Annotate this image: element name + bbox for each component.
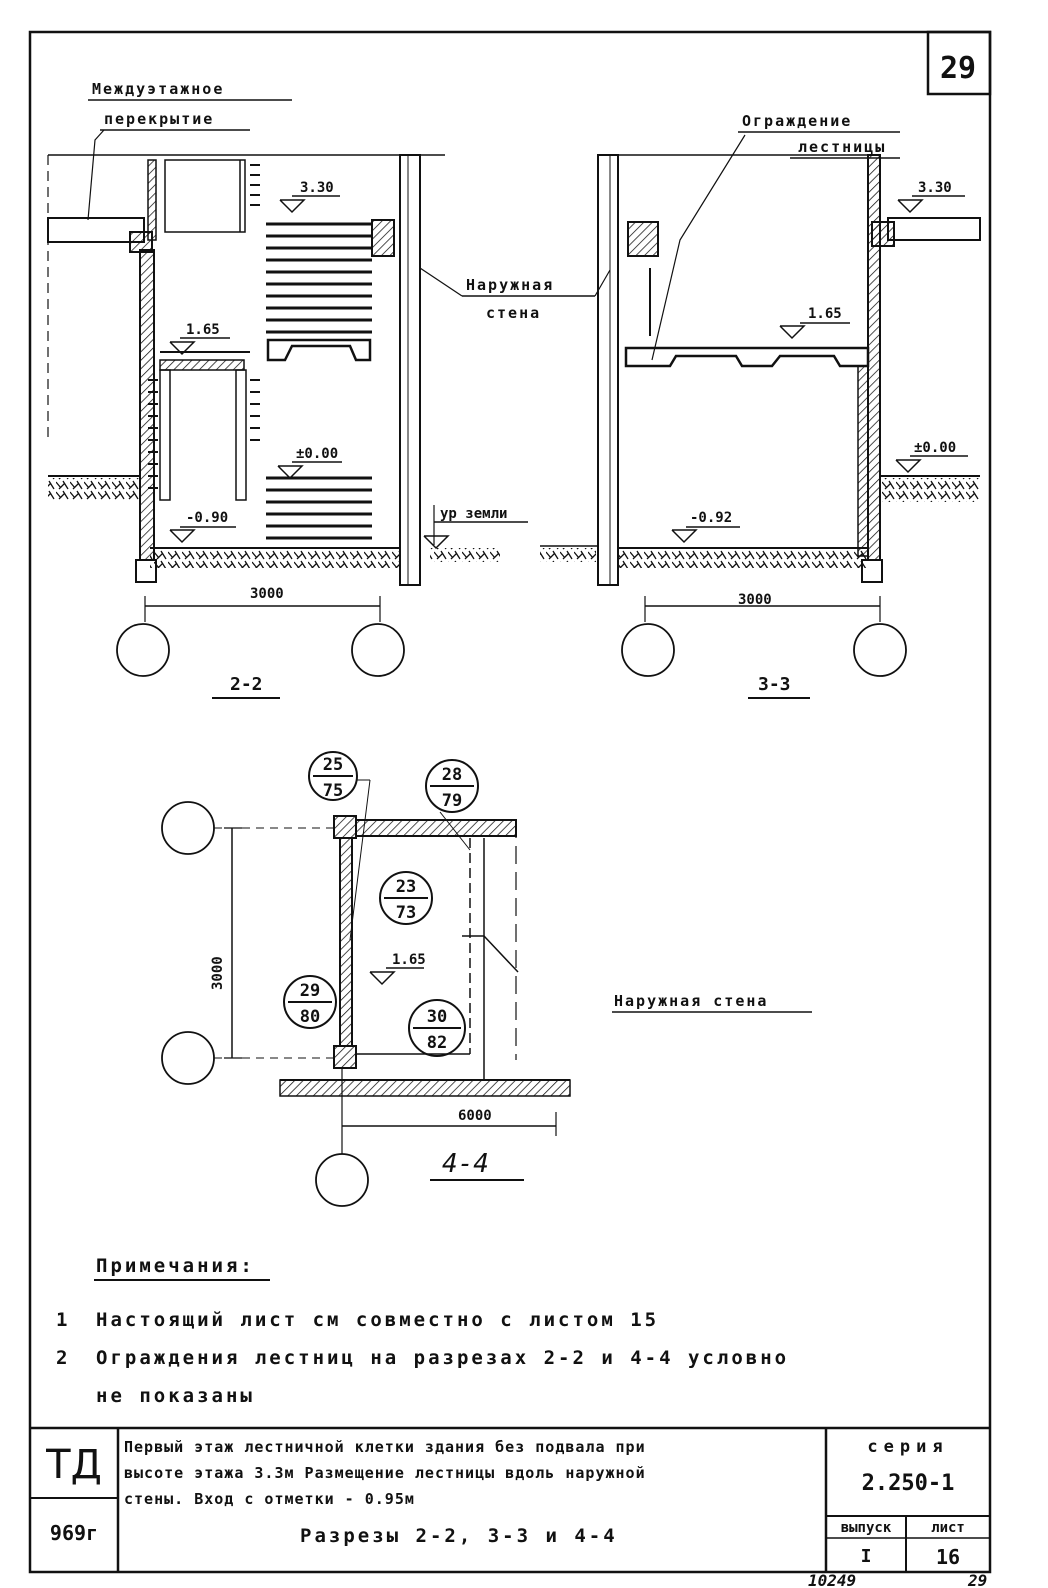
svg-text:73: 73	[396, 903, 416, 923]
title-line: Первый этаж лестничной клетки здания без…	[124, 1438, 646, 1456]
axis-bubble	[116, 623, 170, 677]
sheet-value: 16	[936, 1545, 960, 1569]
svg-text:79: 79	[442, 791, 462, 811]
label-railing-line1: Ограждение	[742, 112, 852, 130]
title-block: ТД 969г Первый этаж лестничной клетки зд…	[30, 1426, 990, 1572]
note-number: 2	[56, 1347, 70, 1369]
ref-circle: 28 79	[425, 759, 479, 813]
sheet-label: лист	[931, 1520, 965, 1536]
title-line: Разрезы 2-2, 3-3 и 4-4	[300, 1525, 618, 1547]
dimension-v-4-4: 3000	[210, 956, 226, 990]
svg-text:30: 30	[427, 1007, 447, 1027]
mark-zero-2-2: ±0.00	[296, 446, 338, 462]
series-label: серия	[867, 1437, 948, 1457]
mark-bottom-3-3: -0.92	[690, 510, 732, 526]
axis-bubble	[853, 623, 907, 677]
mark-top-2-2: 3.30	[300, 180, 334, 196]
series-value: 2.250-1	[862, 1471, 955, 1496]
svg-text:75: 75	[323, 781, 343, 801]
notes-heading: Примечания:	[96, 1255, 255, 1277]
mark-zero-3-3: ±0.00	[914, 440, 956, 456]
svg-text:28: 28	[442, 765, 462, 785]
mark-bottom-2-2: -0.90	[186, 510, 228, 526]
issue-label: выпуск	[841, 1520, 892, 1536]
section-title-3-3: 3-3	[758, 674, 791, 695]
issue-value: I	[861, 1546, 872, 1567]
mark-mid-2-2: 1.65	[186, 322, 220, 338]
ref-circle: 30 82	[408, 999, 466, 1057]
mark-4-4: 1.65	[392, 952, 426, 968]
svg-text:82: 82	[427, 1033, 447, 1053]
axis-bubble	[315, 1153, 369, 1207]
notes: Примечания: 1 Настоящий лист см совместн…	[56, 1255, 789, 1407]
title-line: стены. Вход с отметки - 0.95м	[124, 1490, 415, 1508]
label-outer-wall-line1: Наружная	[466, 276, 554, 294]
sheet-frame	[28, 30, 992, 1574]
label-outer-wall-line2: стена	[486, 304, 541, 322]
dimension-h-4-4: 6000	[458, 1108, 492, 1124]
section-title-2-2: 2-2	[230, 674, 263, 695]
svg-text:29: 29	[300, 981, 320, 1001]
svg-text:80: 80	[300, 1007, 320, 1027]
ref-circle: 23 73	[379, 871, 433, 925]
axis-bubble	[161, 801, 215, 855]
page-number: 29	[967, 1571, 987, 1588]
sheet-number-box: 29	[926, 30, 992, 96]
ground-label-2-2: ур земли	[440, 506, 507, 522]
section-3-3: Ограждение лестницы 3.30 1.65 ±0.00 -0.9…	[540, 112, 981, 699]
axis-bubble	[161, 1031, 215, 1085]
note-text: Настоящий лист см совместно с листом 15	[96, 1309, 659, 1331]
mark-mid-3-3: 1.65	[808, 306, 842, 322]
note-text: Ограждения лестниц на разрезах 2-2 и 4-4…	[96, 1347, 789, 1369]
dimension-3-3: 3000	[738, 592, 772, 608]
label-floor-line2: перекрытие	[104, 110, 214, 128]
section-4-4: 3000 25 75 28 79 2	[161, 751, 812, 1207]
note-text: не показаны	[96, 1385, 255, 1407]
title-line: высоте этажа 3.3м Размещение лестницы вд…	[124, 1464, 646, 1482]
label-floor-line1: Междуэтажное	[92, 80, 224, 98]
title-code-top: ТД	[45, 1442, 102, 1488]
title-code-bottom: 969г	[50, 1521, 98, 1545]
mark-top-3-3: 3.30	[918, 180, 952, 196]
axis-bubble	[621, 623, 675, 677]
dimension-2-2: 3000	[250, 586, 284, 602]
sheet-number: 29	[940, 51, 976, 86]
svg-text:23: 23	[396, 877, 416, 897]
svg-text:25: 25	[323, 755, 343, 775]
ref-circle: 25 75	[308, 751, 358, 801]
section-2-2: Междуэтажное перекрытие	[47, 80, 611, 699]
label-railing-line2: лестницы	[798, 138, 886, 156]
ref-circle: 29 80	[283, 975, 337, 1029]
doc-number: 10249	[808, 1571, 856, 1588]
outer-wall-label-4-4: Наружная стена	[614, 992, 768, 1010]
axis-bubble	[351, 623, 405, 677]
note-number: 1	[56, 1309, 70, 1331]
section-title-4-4: 4-4	[442, 1149, 489, 1179]
